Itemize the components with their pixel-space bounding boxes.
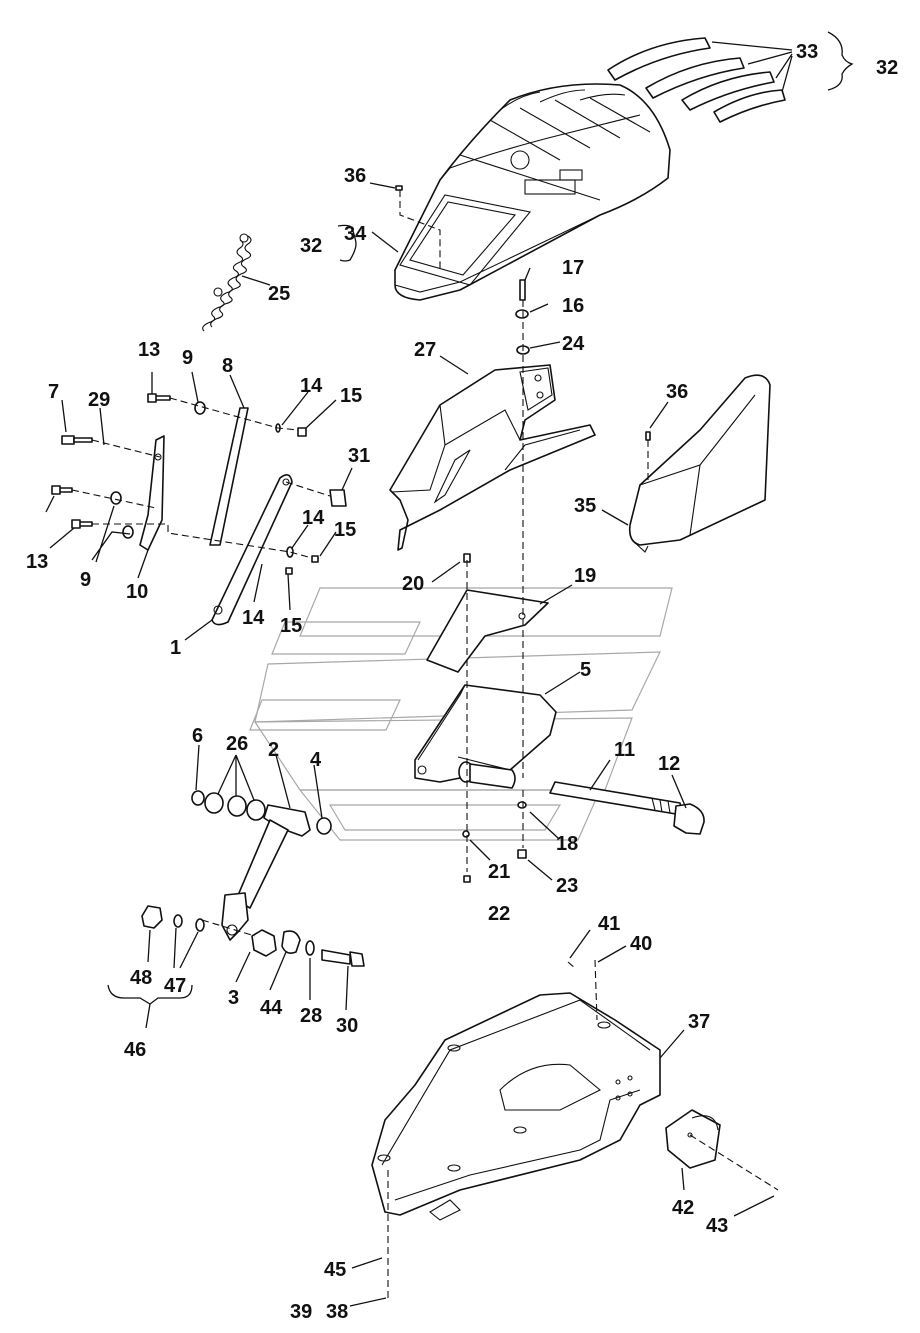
callout-38: 38 — [326, 1301, 348, 1323]
callout-15c: 15 — [280, 615, 302, 637]
callout-32a: 32 — [876, 57, 898, 79]
callout-26: 26 — [226, 733, 248, 755]
side-cover — [628, 374, 771, 553]
callout-14c: 14 — [242, 607, 265, 629]
callout-2: 2 — [268, 739, 279, 761]
callout-43: 43 — [706, 1215, 728, 1237]
callout-45: 45 — [324, 1259, 346, 1281]
callout-14b: 14 — [302, 507, 325, 529]
shim-plate — [426, 589, 549, 673]
callout-13a: 13 — [138, 339, 160, 361]
callout-12: 12 — [658, 753, 680, 775]
callout-24: 24 — [562, 333, 585, 355]
callout-23: 23 — [556, 875, 578, 897]
callout-36b: 36 — [666, 381, 688, 403]
callout-47: 47 — [164, 975, 186, 997]
callout-3: 3 — [228, 987, 239, 1009]
callout-22: 22 — [488, 903, 510, 925]
callout-11: 11 — [614, 739, 635, 761]
pivot-pin — [549, 781, 705, 835]
callout-29: 29 — [88, 389, 110, 411]
callout-39: 39 — [290, 1301, 312, 1323]
callout-18: 18 — [556, 833, 578, 855]
callout-41: 41 — [598, 913, 620, 935]
callout-10: 10 — [126, 581, 148, 603]
callout-32b: 32 — [300, 235, 322, 257]
callout-42: 42 — [672, 1197, 694, 1219]
callout-31: 31 — [348, 445, 370, 467]
callout-25: 25 — [268, 283, 290, 305]
linkage-bars — [139, 407, 293, 626]
callout-27: 27 — [414, 339, 436, 361]
callout-44: 44 — [260, 997, 283, 1019]
callout-16: 16 — [562, 295, 584, 317]
callout-7: 7 — [48, 381, 59, 403]
callout-37: 37 — [688, 1011, 710, 1033]
callout-17: 17 — [562, 257, 584, 279]
callout-9a: 9 — [182, 347, 193, 369]
callout-19: 19 — [574, 565, 596, 587]
callout-14a: 14 — [300, 375, 323, 397]
callout-30: 30 — [336, 1015, 358, 1037]
pedal-hardware — [201, 919, 365, 967]
callout-9b: 9 — [80, 569, 91, 591]
callout-1: 1 — [170, 637, 181, 659]
callout-40: 40 — [630, 933, 652, 955]
callout-4: 4 — [310, 749, 322, 771]
callout-28: 28 — [300, 1005, 322, 1027]
bushing-set — [191, 790, 332, 835]
clip-bracket — [665, 1109, 721, 1169]
nut-washer-set — [107, 905, 205, 1005]
callout-6: 6 — [192, 725, 203, 747]
assembly-lines — [71, 190, 779, 1300]
callout-36a: 36 — [344, 165, 366, 187]
callout-35: 35 — [574, 495, 596, 517]
console-cover — [394, 83, 671, 301]
callout-labels: 1 2 3 4 5 6 7 8 9 9 10 11 12 13 13 14 14… — [26, 41, 898, 1323]
callout-21: 21 — [488, 861, 510, 883]
leader-lines — [45, 31, 854, 1307]
mounting-bracket — [389, 364, 596, 551]
callout-33: 33 — [796, 41, 818, 63]
tension-spring — [202, 233, 252, 332]
pedal-arm — [221, 804, 311, 941]
callout-20: 20 — [402, 573, 424, 595]
callout-34: 34 — [344, 223, 367, 245]
callout-48: 48 — [130, 967, 152, 989]
callout-15a: 15 — [340, 385, 362, 407]
callout-13b: 13 — [26, 551, 48, 573]
callout-8: 8 — [222, 355, 233, 377]
callout-15b: 15 — [334, 519, 356, 541]
small-hardware — [51, 185, 651, 883]
grip-strips — [607, 37, 786, 123]
pedal-mount — [414, 684, 557, 789]
base-housing — [371, 992, 661, 1221]
callout-46: 46 — [124, 1039, 146, 1061]
callout-5: 5 — [580, 659, 591, 681]
